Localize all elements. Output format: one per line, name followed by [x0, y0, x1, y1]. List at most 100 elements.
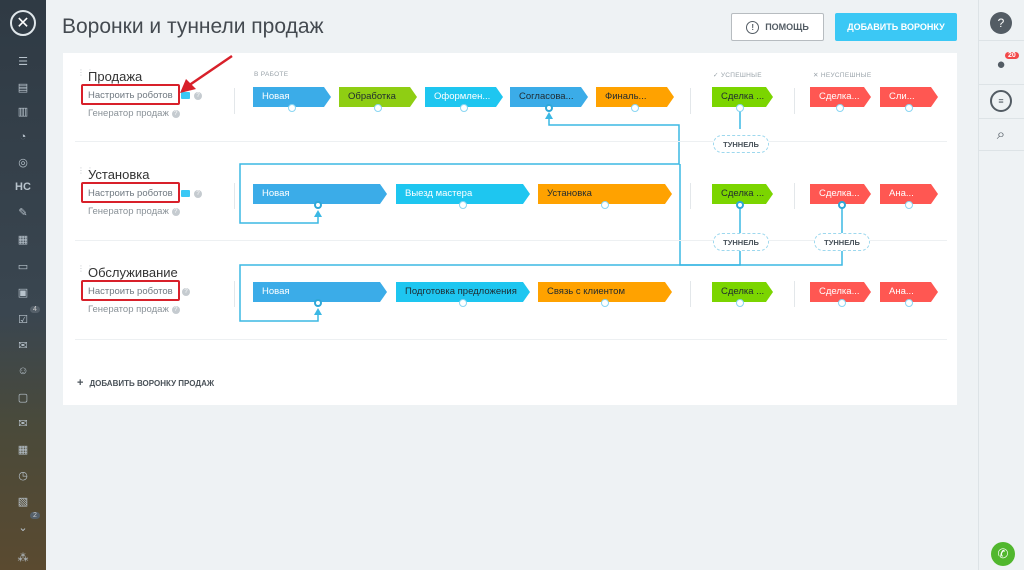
contacts-icon[interactable]: ▢ — [17, 391, 29, 404]
group-icon[interactable]: ☺ — [17, 365, 29, 377]
inbox-icon[interactable]: ▤ — [17, 81, 29, 94]
stage[interactable]: Установка — [538, 184, 672, 204]
settings-icon[interactable]: ⁂ — [17, 551, 29, 564]
help-icon[interactable]: ? — [990, 12, 1012, 34]
help-icon[interactable]: ? — [194, 92, 202, 100]
stage-connector-dot[interactable] — [374, 104, 382, 112]
funnel-name[interactable]: Установка — [88, 167, 150, 182]
mail-icon[interactable]: ✉ — [18, 417, 28, 430]
funnel-name[interactable]: Продажа — [88, 69, 143, 84]
sales-generator-link[interactable]: Генератор продаж? — [88, 206, 180, 217]
stage[interactable]: Новая — [253, 87, 331, 107]
stage[interactable]: Подготовка предложения — [396, 282, 530, 302]
help-icon[interactable]: ? — [194, 190, 202, 198]
stage-connector-dot[interactable] — [459, 299, 467, 307]
messenger-icon[interactable]: ≡ — [990, 90, 1012, 112]
stage-fail[interactable]: Сделка... — [810, 282, 871, 302]
target-icon[interactable]: ◎ — [18, 156, 28, 169]
tasks-icon[interactable]: ☑ — [18, 313, 28, 326]
stage-connector-dot[interactable] — [836, 104, 844, 112]
sales-generator-label: Генератор продаж — [88, 108, 169, 119]
add-funnel-button[interactable]: ДОБАВИТЬ ВОРОНКУ — [835, 13, 957, 41]
sign-icon[interactable]: ✎ — [18, 206, 28, 219]
stage-connector-dot[interactable] — [631, 104, 639, 112]
stage[interactable]: Новая — [253, 282, 387, 302]
stage[interactable]: Выезд мастера — [396, 184, 530, 204]
stage-connector-dot[interactable] — [288, 104, 296, 112]
setup-robots-link[interactable]: Настроить роботов — [88, 286, 173, 297]
stage-connector-dot[interactable] — [545, 104, 553, 112]
sales-generator-link[interactable]: Генератор продаж? — [88, 108, 180, 119]
calendar-icon[interactable]: ▦ — [17, 233, 29, 246]
sales-generator-link[interactable]: Генератор продаж? — [88, 304, 180, 315]
setup-robots-link[interactable]: Настроить роботов — [88, 90, 173, 101]
chart-icon[interactable]: ▥ — [17, 105, 29, 118]
section-success-label: УСПЕШНЫЕ — [720, 72, 762, 79]
tunnel-badge[interactable]: ТУННЕЛЬ — [814, 233, 870, 251]
stage-fail[interactable]: Сли... — [880, 87, 938, 107]
stage-fail[interactable]: Ана... — [880, 184, 938, 204]
help-button-label: ПОМОЩЬ — [765, 22, 809, 32]
stage-connector-dot[interactable] — [460, 104, 468, 112]
stage-connector-dot[interactable] — [905, 104, 913, 112]
more-icon[interactable]: ⌄ — [18, 521, 28, 534]
stage-fail[interactable]: Ана... — [880, 282, 938, 302]
annotation-arrow — [180, 54, 233, 93]
stage-connector-dot[interactable] — [838, 299, 846, 307]
robot-icon[interactable] — [181, 92, 190, 99]
clock-icon[interactable]: ◔ — [19, 131, 27, 143]
close-icon[interactable]: ✕ — [10, 10, 36, 36]
stage-connector-dot[interactable] — [601, 299, 609, 307]
stage-connector-dot[interactable] — [314, 299, 322, 307]
phone-icon[interactable]: ✆ — [991, 542, 1015, 566]
drag-handle[interactable]: ⋮⋮ — [77, 166, 95, 175]
chat-icon[interactable]: ✉ — [18, 339, 28, 352]
stage-success[interactable]: Сделка ... — [712, 184, 773, 204]
stage[interactable]: Оформлен... — [425, 87, 503, 107]
stage-success[interactable]: Сделка ... — [712, 87, 773, 107]
tunnel-badge[interactable]: ТУННЕЛЬ — [713, 233, 769, 251]
help-icon[interactable]: ? — [182, 288, 190, 296]
setup-robots-link[interactable]: Настроить роботов — [88, 188, 173, 199]
help-button[interactable]: ! ПОМОЩЬ — [731, 13, 824, 41]
stage-connector-dot[interactable] — [905, 201, 913, 209]
time-icon[interactable]: ◷ — [18, 469, 28, 482]
funnel-name[interactable]: Обслуживание — [88, 265, 178, 280]
stage-connector-dot[interactable] — [905, 299, 913, 307]
stage[interactable]: Связь с клиентом — [538, 282, 672, 302]
section-fail-label: НЕУСПЕШНЫЕ — [820, 72, 872, 79]
add-sales-funnel-link[interactable]: +ДОБАВИТЬ ВОРОНКУ ПРОДАЖ — [77, 377, 214, 389]
stage-connector-dot[interactable] — [736, 201, 744, 209]
stage-success[interactable]: Сделка ... — [712, 282, 773, 302]
help-icon[interactable]: ? — [171, 208, 180, 216]
help-icon[interactable]: ? — [171, 306, 180, 314]
stage-connector-dot[interactable] — [459, 201, 467, 209]
stage-connector-dot[interactable] — [736, 104, 744, 112]
profile-icon[interactable]: ▧ — [17, 495, 29, 508]
drive-icon[interactable]: ▭ — [17, 260, 29, 273]
stage-connector-dot[interactable] — [314, 201, 322, 209]
stage-fail[interactable]: Сделка... — [810, 87, 871, 107]
stage-connector-dot[interactable] — [601, 201, 609, 209]
stage[interactable]: Согласова... — [510, 87, 588, 107]
stage-connector-dot[interactable] — [838, 201, 846, 209]
help-icon[interactable]: ? — [171, 110, 180, 118]
stage-fail[interactable]: Сделка... — [810, 184, 871, 204]
document-icon[interactable]: ▣ — [17, 286, 29, 299]
drag-handle[interactable]: ⋮⋮ — [77, 68, 95, 77]
filter-icon[interactable]: ☰ — [18, 55, 28, 68]
left-sidebar: ✕ ☰ ▤ ▥ ◔ ◎ HC ✎ ▦ ▭ ▣ ☑ 4 ✉ ☺ ▢ ✉ ▦ ◷ ▧… — [0, 0, 46, 570]
hc-icon[interactable]: HC — [15, 181, 31, 193]
grid-icon[interactable]: ▦ — [17, 443, 29, 456]
robot-icon[interactable] — [181, 190, 190, 197]
drag-handle[interactable]: ⋮⋮ — [77, 264, 95, 273]
stage-connector-dot[interactable] — [736, 299, 744, 307]
tunnel-badge[interactable]: ТУННЕЛЬ — [713, 135, 769, 153]
search-icon[interactable]: ⌕ — [996, 125, 1006, 143]
sales-generator-label: Генератор продаж — [88, 304, 169, 315]
stage[interactable]: Новая — [253, 184, 387, 204]
stage[interactable]: Финаль... — [596, 87, 674, 107]
stage[interactable]: Обработка — [339, 87, 417, 107]
bell-icon[interactable]: ● — [996, 55, 1006, 73]
tasks-badge: 4 — [30, 306, 40, 313]
